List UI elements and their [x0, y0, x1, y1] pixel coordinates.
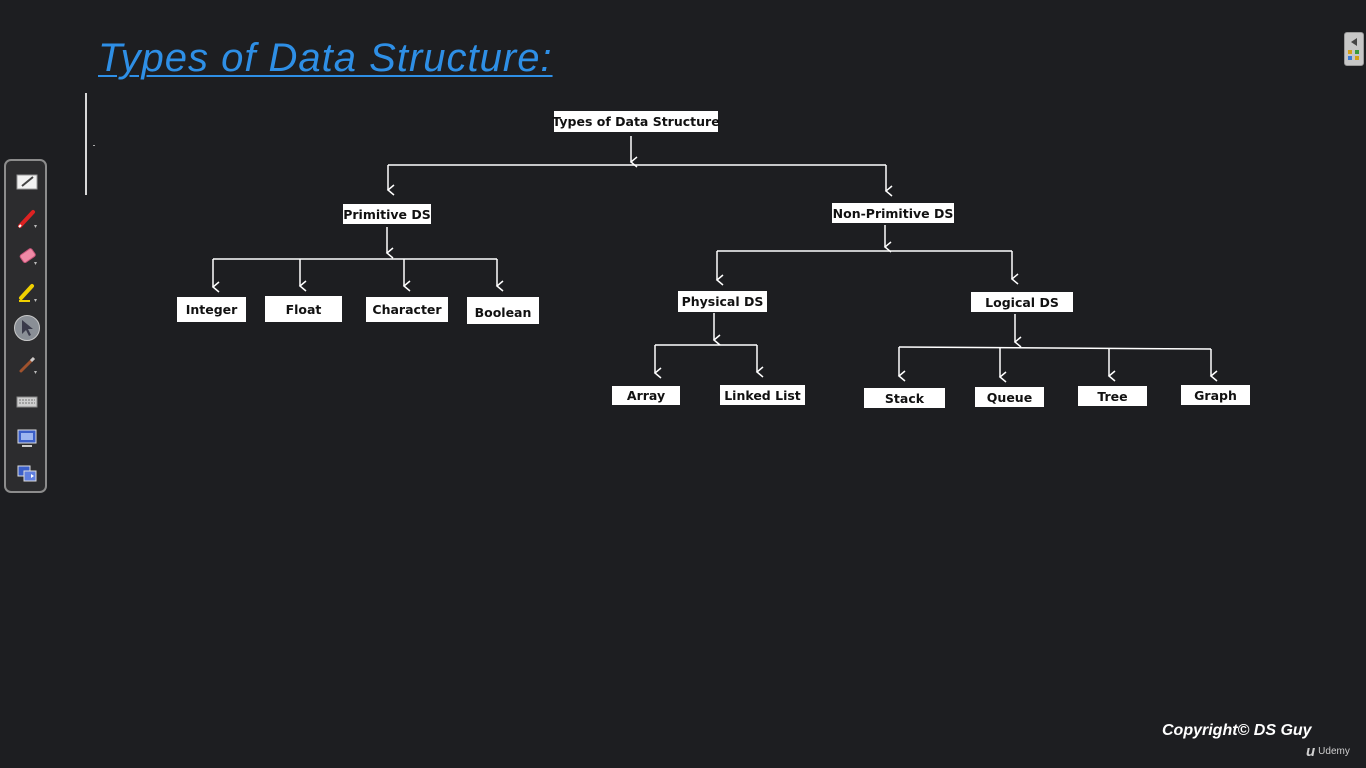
- node-queue: Queue: [975, 387, 1044, 407]
- cursor-dot: [93, 145, 95, 146]
- udemy-logo-icon: u: [1306, 743, 1316, 760]
- screen-capture-icon[interactable]: [16, 427, 38, 449]
- node-character: Character: [366, 297, 448, 322]
- pen-icon[interactable]: [16, 208, 38, 230]
- node-primitive-ds: Primitive DS: [343, 204, 431, 224]
- keyboard-icon[interactable]: [16, 391, 38, 413]
- highlighter-icon[interactable]: [16, 282, 38, 304]
- node-root: Types of Data Structure: [552, 111, 720, 132]
- switch-screen-icon[interactable]: [16, 463, 38, 485]
- udemy-label: Udemy: [1318, 746, 1350, 757]
- node-tree: Tree: [1078, 386, 1147, 406]
- annotation-toolbar: [4, 159, 47, 493]
- node-graph: Graph: [1181, 385, 1250, 405]
- node-array: Array: [612, 386, 680, 405]
- node-boolean: Boolean: [467, 297, 539, 324]
- node-stack: Stack: [864, 388, 945, 408]
- pointer-icon[interactable]: [14, 315, 40, 341]
- node-non-primitive-ds: Non-Primitive DS: [832, 203, 954, 223]
- page-title: Types of Data Structure:: [98, 36, 553, 80]
- eraser-icon[interactable]: [16, 245, 38, 267]
- copyright-text: Copyright© DS Guy: [1162, 722, 1312, 739]
- node-linked-list: Linked List: [720, 385, 805, 405]
- node-logical-ds: Logical DS: [971, 292, 1073, 312]
- text-cursor-line: [85, 93, 87, 195]
- collapse-panel-widget[interactable]: [1344, 32, 1364, 66]
- node-float: Float: [265, 296, 342, 322]
- brush-icon[interactable]: [16, 354, 38, 376]
- node-integer: Integer: [177, 297, 246, 322]
- node-physical-ds: Physical DS: [678, 291, 767, 312]
- udemy-watermark: u Udemy: [1306, 744, 1350, 759]
- whiteboard-icon[interactable]: [16, 171, 38, 193]
